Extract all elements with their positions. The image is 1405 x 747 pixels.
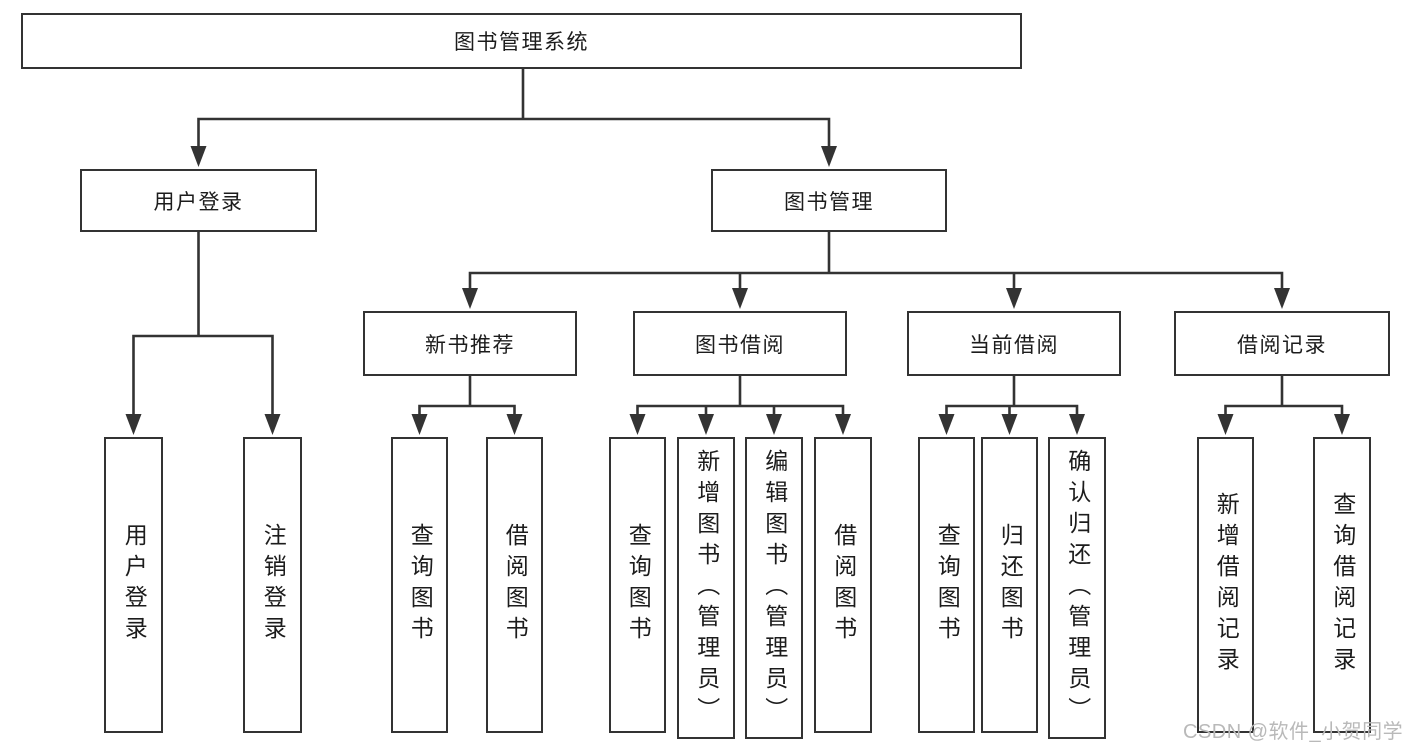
leaf-query-books-borrowing: 查询图书 bbox=[609, 437, 666, 733]
node-book-borrowing: 图书借阅 bbox=[633, 311, 847, 376]
leaf-logout: 注销登录 bbox=[243, 437, 302, 733]
leaf-borrow-books-recommend: 借阅图书 bbox=[486, 437, 543, 733]
leaf-return-book-label: 归还图书 bbox=[997, 523, 1024, 647]
leaf-user-login: 用户登录 bbox=[104, 437, 163, 733]
leaf-add-borrow-record: 新增借阅记录 bbox=[1197, 437, 1254, 733]
node-borrowing-records-label: 借阅记录 bbox=[1237, 333, 1327, 357]
leaf-borrow-books-borrowing-label: 借阅图书 bbox=[830, 523, 857, 647]
leaf-confirm-return-admin-label: 确认归还（管理员） bbox=[1064, 448, 1091, 728]
leaf-add-book-admin: 新增图书（管理员） bbox=[677, 437, 735, 739]
node-book-management-label: 图书管理 bbox=[784, 190, 874, 214]
node-root-system: 图书管理系统 bbox=[21, 13, 1022, 69]
watermark: CSDN @软件_小贺同学 bbox=[1183, 721, 1404, 743]
node-book-management: 图书管理 bbox=[711, 169, 947, 232]
node-borrowing-records: 借阅记录 bbox=[1174, 311, 1390, 376]
node-new-book-recommend: 新书推荐 bbox=[363, 311, 577, 376]
leaf-logout-label: 注销登录 bbox=[260, 523, 287, 647]
node-root-system-label: 图书管理系统 bbox=[454, 31, 589, 54]
node-user-login-label: 用户登录 bbox=[153, 190, 244, 214]
leaf-borrow-books-recommend-label: 借阅图书 bbox=[502, 523, 529, 647]
node-current-borrowing: 当前借阅 bbox=[907, 311, 1121, 376]
leaf-query-borrow-record-label: 查询借阅记录 bbox=[1329, 492, 1356, 678]
leaf-edit-book-admin-label: 编辑图书（管理员） bbox=[761, 448, 788, 728]
leaf-user-login-label: 用户登录 bbox=[121, 523, 148, 647]
leaf-query-books-recommend-label: 查询图书 bbox=[407, 523, 434, 647]
leaf-query-books-recommend: 查询图书 bbox=[391, 437, 448, 733]
leaf-add-borrow-record-label: 新增借阅记录 bbox=[1213, 492, 1240, 678]
leaf-query-books-borrowing-label: 查询图书 bbox=[625, 523, 652, 647]
node-new-book-recommend-label: 新书推荐 bbox=[425, 333, 515, 357]
leaf-borrow-books-borrowing: 借阅图书 bbox=[814, 437, 872, 733]
node-book-borrowing-label: 图书借阅 bbox=[695, 333, 785, 357]
leaf-return-book: 归还图书 bbox=[981, 437, 1038, 733]
leaf-edit-book-admin: 编辑图书（管理员） bbox=[745, 437, 803, 739]
leaf-query-borrow-record: 查询借阅记录 bbox=[1313, 437, 1371, 733]
leaf-confirm-return-admin: 确认归还（管理员） bbox=[1048, 437, 1106, 739]
leaf-query-books-current-label: 查询图书 bbox=[934, 523, 961, 647]
node-user-login: 用户登录 bbox=[80, 169, 317, 232]
leaf-add-book-admin-label: 新增图书（管理员） bbox=[693, 448, 720, 728]
leaf-query-books-current: 查询图书 bbox=[918, 437, 975, 733]
node-current-borrowing-label: 当前借阅 bbox=[969, 333, 1059, 357]
